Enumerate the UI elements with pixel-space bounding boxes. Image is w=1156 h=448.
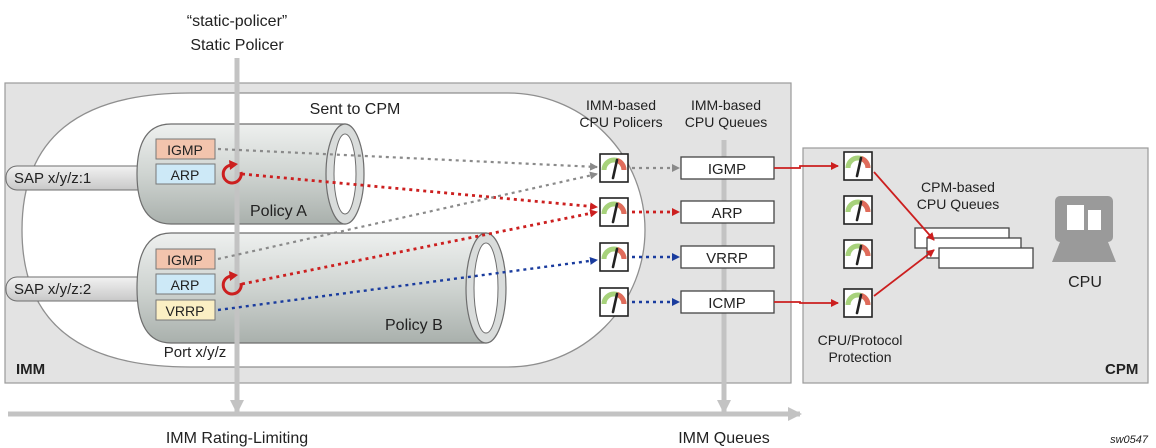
static-policer-title: “static-policer” xyxy=(187,13,287,30)
imm-label: IMM xyxy=(16,361,45,378)
static-policer-subtitle: Static Policer xyxy=(190,37,284,54)
sap1-igmp-label: IGMP xyxy=(167,142,203,158)
cpm-policer-1-icon xyxy=(844,152,872,180)
imm-policer-arp-icon xyxy=(600,198,628,226)
sap2-igmp-box xyxy=(155,248,216,270)
sap2-arp-label: ARP xyxy=(171,277,200,293)
sap2-vrrp-box xyxy=(155,299,216,321)
flow-cpm-policer1-to-queues xyxy=(873,171,935,241)
flow-sap2-arp xyxy=(241,209,598,286)
cpm-protection-label-line1: CPU/Protocol xyxy=(818,332,903,348)
cpm-label: CPM xyxy=(1105,361,1138,378)
imm-policer-igmp-icon xyxy=(600,154,628,182)
queues-header-line2: CPU Queues xyxy=(685,114,767,130)
imm-queue-igmp-label: IGMP xyxy=(708,161,746,178)
flow-sap2-vrrp xyxy=(217,256,598,312)
sap1-igmp-box xyxy=(155,138,216,160)
cpm-policer-3-icon xyxy=(844,240,872,268)
policy-b-tube xyxy=(136,232,507,344)
sap2-arp-box xyxy=(155,273,216,295)
cpm-protection-label-line2: Protection xyxy=(828,349,891,365)
sap1-label: SAP x/y/z:1 xyxy=(14,170,91,187)
imm-policer-vrrp-icon xyxy=(600,243,628,271)
policers-header-line1: IMM-based xyxy=(586,97,656,113)
flow-cpm-policer4-to-queues xyxy=(873,249,935,297)
policers-header-line2: CPU Policers xyxy=(579,114,662,130)
imm-queue-icmp-label: ICMP xyxy=(708,295,746,312)
port-label: Port x/y/z xyxy=(164,344,227,361)
cpm-policer-2-icon xyxy=(844,196,872,224)
cpm-policer-4-icon xyxy=(844,289,872,317)
cpm-queues-header-line1: CPM-based xyxy=(921,179,995,195)
cpu-icon xyxy=(1052,196,1116,262)
cpm-queues-header-line2: CPU Queues xyxy=(917,196,999,212)
imm-queue-arp-label: ARP xyxy=(712,205,743,222)
flow-igmp-to-cpm xyxy=(774,162,839,170)
arp-loop-icon-sap2 xyxy=(221,271,243,296)
flow-sap1-igmp xyxy=(217,147,598,171)
cpm-queue-3 xyxy=(938,247,1034,269)
imm-queue-arp-box xyxy=(680,200,775,224)
imm-queue-vrrp-box xyxy=(680,245,775,269)
figure-id: sw0547 xyxy=(1110,434,1149,446)
policy-a-label: Policy A xyxy=(250,203,307,220)
imm-queues-label: IMM Queues xyxy=(678,430,770,447)
sap2-igmp-label: IGMP xyxy=(167,252,203,268)
flow-sap2-igmp xyxy=(217,171,598,261)
cpu-label: CPU xyxy=(1068,274,1102,291)
flow-icmp-to-cpm xyxy=(774,299,839,307)
sap1-arp-label: ARP xyxy=(171,167,200,183)
imm-queue-vrrp-label: VRRP xyxy=(706,250,748,267)
sent-to-cpm-label: Sent to CPM xyxy=(310,101,401,118)
sap1-arp-box xyxy=(155,163,216,185)
rate-limiting-label: IMM Rating-Limiting xyxy=(166,430,308,447)
imm-policer-icmp-icon xyxy=(600,288,628,316)
sap2-label: SAP x/y/z:2 xyxy=(14,281,91,298)
policy-b-label: Policy B xyxy=(385,317,443,334)
sap2-vrrp-label: VRRP xyxy=(166,303,205,319)
arp-loop-icon-sap1 xyxy=(221,160,243,185)
queues-header-line1: IMM-based xyxy=(691,97,761,113)
